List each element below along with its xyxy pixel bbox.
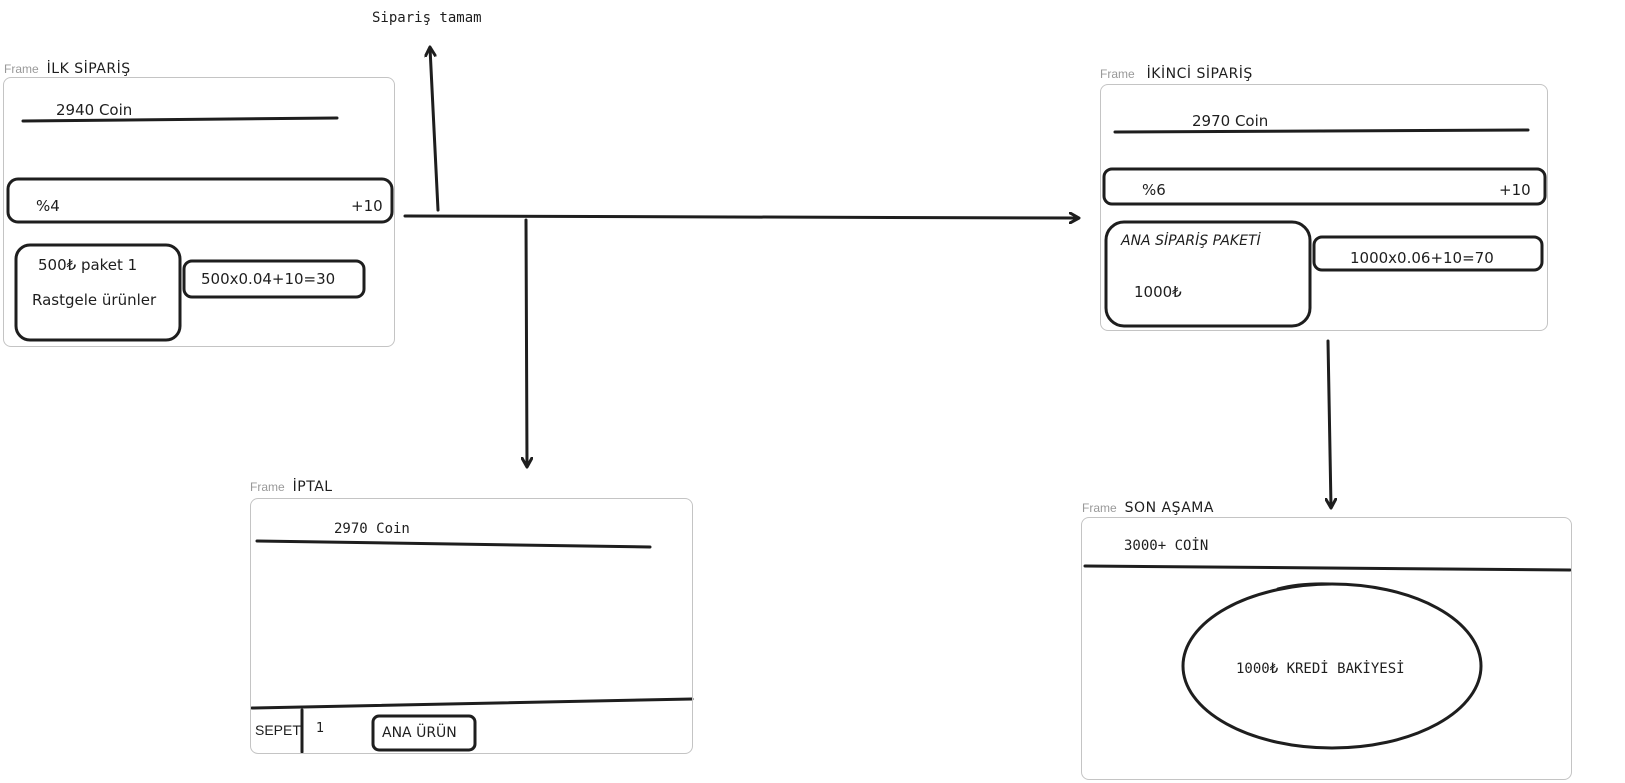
son-coin-underline xyxy=(1083,564,1572,572)
ikinci-formula-label: 1000x0.06+10=70 xyxy=(1350,249,1494,267)
siparis-tamam-label: Sipariş tamam xyxy=(372,10,482,26)
frame-iptal[interactable] xyxy=(250,498,693,754)
iptal-coin-label: 2970 Coin xyxy=(334,521,410,537)
ilk-formula-box xyxy=(182,259,366,299)
frame-ilk-siparis[interactable] xyxy=(3,77,395,347)
frame-ikinci-header: Frame İKİNCİ SİPARİŞ xyxy=(1100,65,1253,81)
ilk-bonus-label: +10 xyxy=(351,197,383,215)
ikinci-coin-label: 2970 Coin xyxy=(1192,112,1269,130)
frame-keyword: Frame xyxy=(4,62,39,76)
iptal-basket-count: 1 xyxy=(316,721,325,736)
iptal-product-box xyxy=(371,714,477,752)
son-ellipse-overlap xyxy=(1276,582,1332,591)
ikinci-bonus-label: +10 xyxy=(1499,181,1531,199)
ikinci-coin-underline xyxy=(1113,128,1530,134)
ilk-formula-label: 500x0.04+10=30 xyxy=(201,270,336,288)
arrow-down-son-asama xyxy=(1328,339,1331,507)
iptal-basket-label: SEPET xyxy=(255,722,301,738)
son-credit-ellipse xyxy=(1181,582,1483,750)
ikinci-formula-box xyxy=(1312,235,1544,272)
frame-title: İPTAL xyxy=(292,479,333,495)
ilk-coin-label: 2940 Coin xyxy=(56,101,133,119)
arrow-right-ikinci xyxy=(403,216,1078,218)
frame-ilk-header: Frame İLK SİPARİŞ xyxy=(4,60,131,76)
frame-son-header: Frame SON AŞAMA xyxy=(1082,499,1214,515)
frame-ikinci-siparis[interactable] xyxy=(1100,84,1548,331)
ikinci-rate-box xyxy=(1102,167,1547,206)
ikinci-package-box xyxy=(1104,220,1312,328)
frame-keyword: Frame xyxy=(1082,501,1117,515)
frame-keyword: Frame xyxy=(250,480,285,494)
ilk-package-title: 500₺ paket 1 xyxy=(38,256,138,274)
ikinci-package-amount: 1000₺ xyxy=(1134,283,1182,301)
ilk-package-subtitle: Rastgele ürünler xyxy=(32,291,157,309)
frame-iptal-header: Frame İPTAL xyxy=(250,478,333,494)
frame-title: SON AŞAMA xyxy=(1124,500,1214,516)
ilk-rate-label: %4 xyxy=(36,197,60,215)
son-credit-label: 1000₺ KREDİ BAKİYESİ xyxy=(1236,661,1405,677)
son-coin-label: 3000+ COİN xyxy=(1124,538,1209,554)
ana-urun-button[interactable]: ANA ÜRÜN xyxy=(382,725,457,741)
arrow-up-siparis-tamam xyxy=(430,48,440,212)
ilk-package-box xyxy=(14,243,182,342)
frame-title: İKİNCİ SİPARİŞ xyxy=(1146,66,1253,82)
iptal-basket-divider xyxy=(250,697,694,710)
frame-keyword: Frame xyxy=(1100,67,1135,81)
frame-title: İLK SİPARİŞ xyxy=(46,61,131,77)
frame-son-asama[interactable] xyxy=(1081,517,1572,780)
ilk-rate-box xyxy=(6,177,394,224)
ikinci-rate-label: %6 xyxy=(1142,181,1166,199)
ikinci-package-title: ANA SİPARİŞ PAKETİ xyxy=(1121,233,1261,249)
iptal-coin-underline xyxy=(255,539,652,549)
ilk-coin-underline xyxy=(21,116,339,123)
arrow-down-iptal xyxy=(526,218,527,466)
